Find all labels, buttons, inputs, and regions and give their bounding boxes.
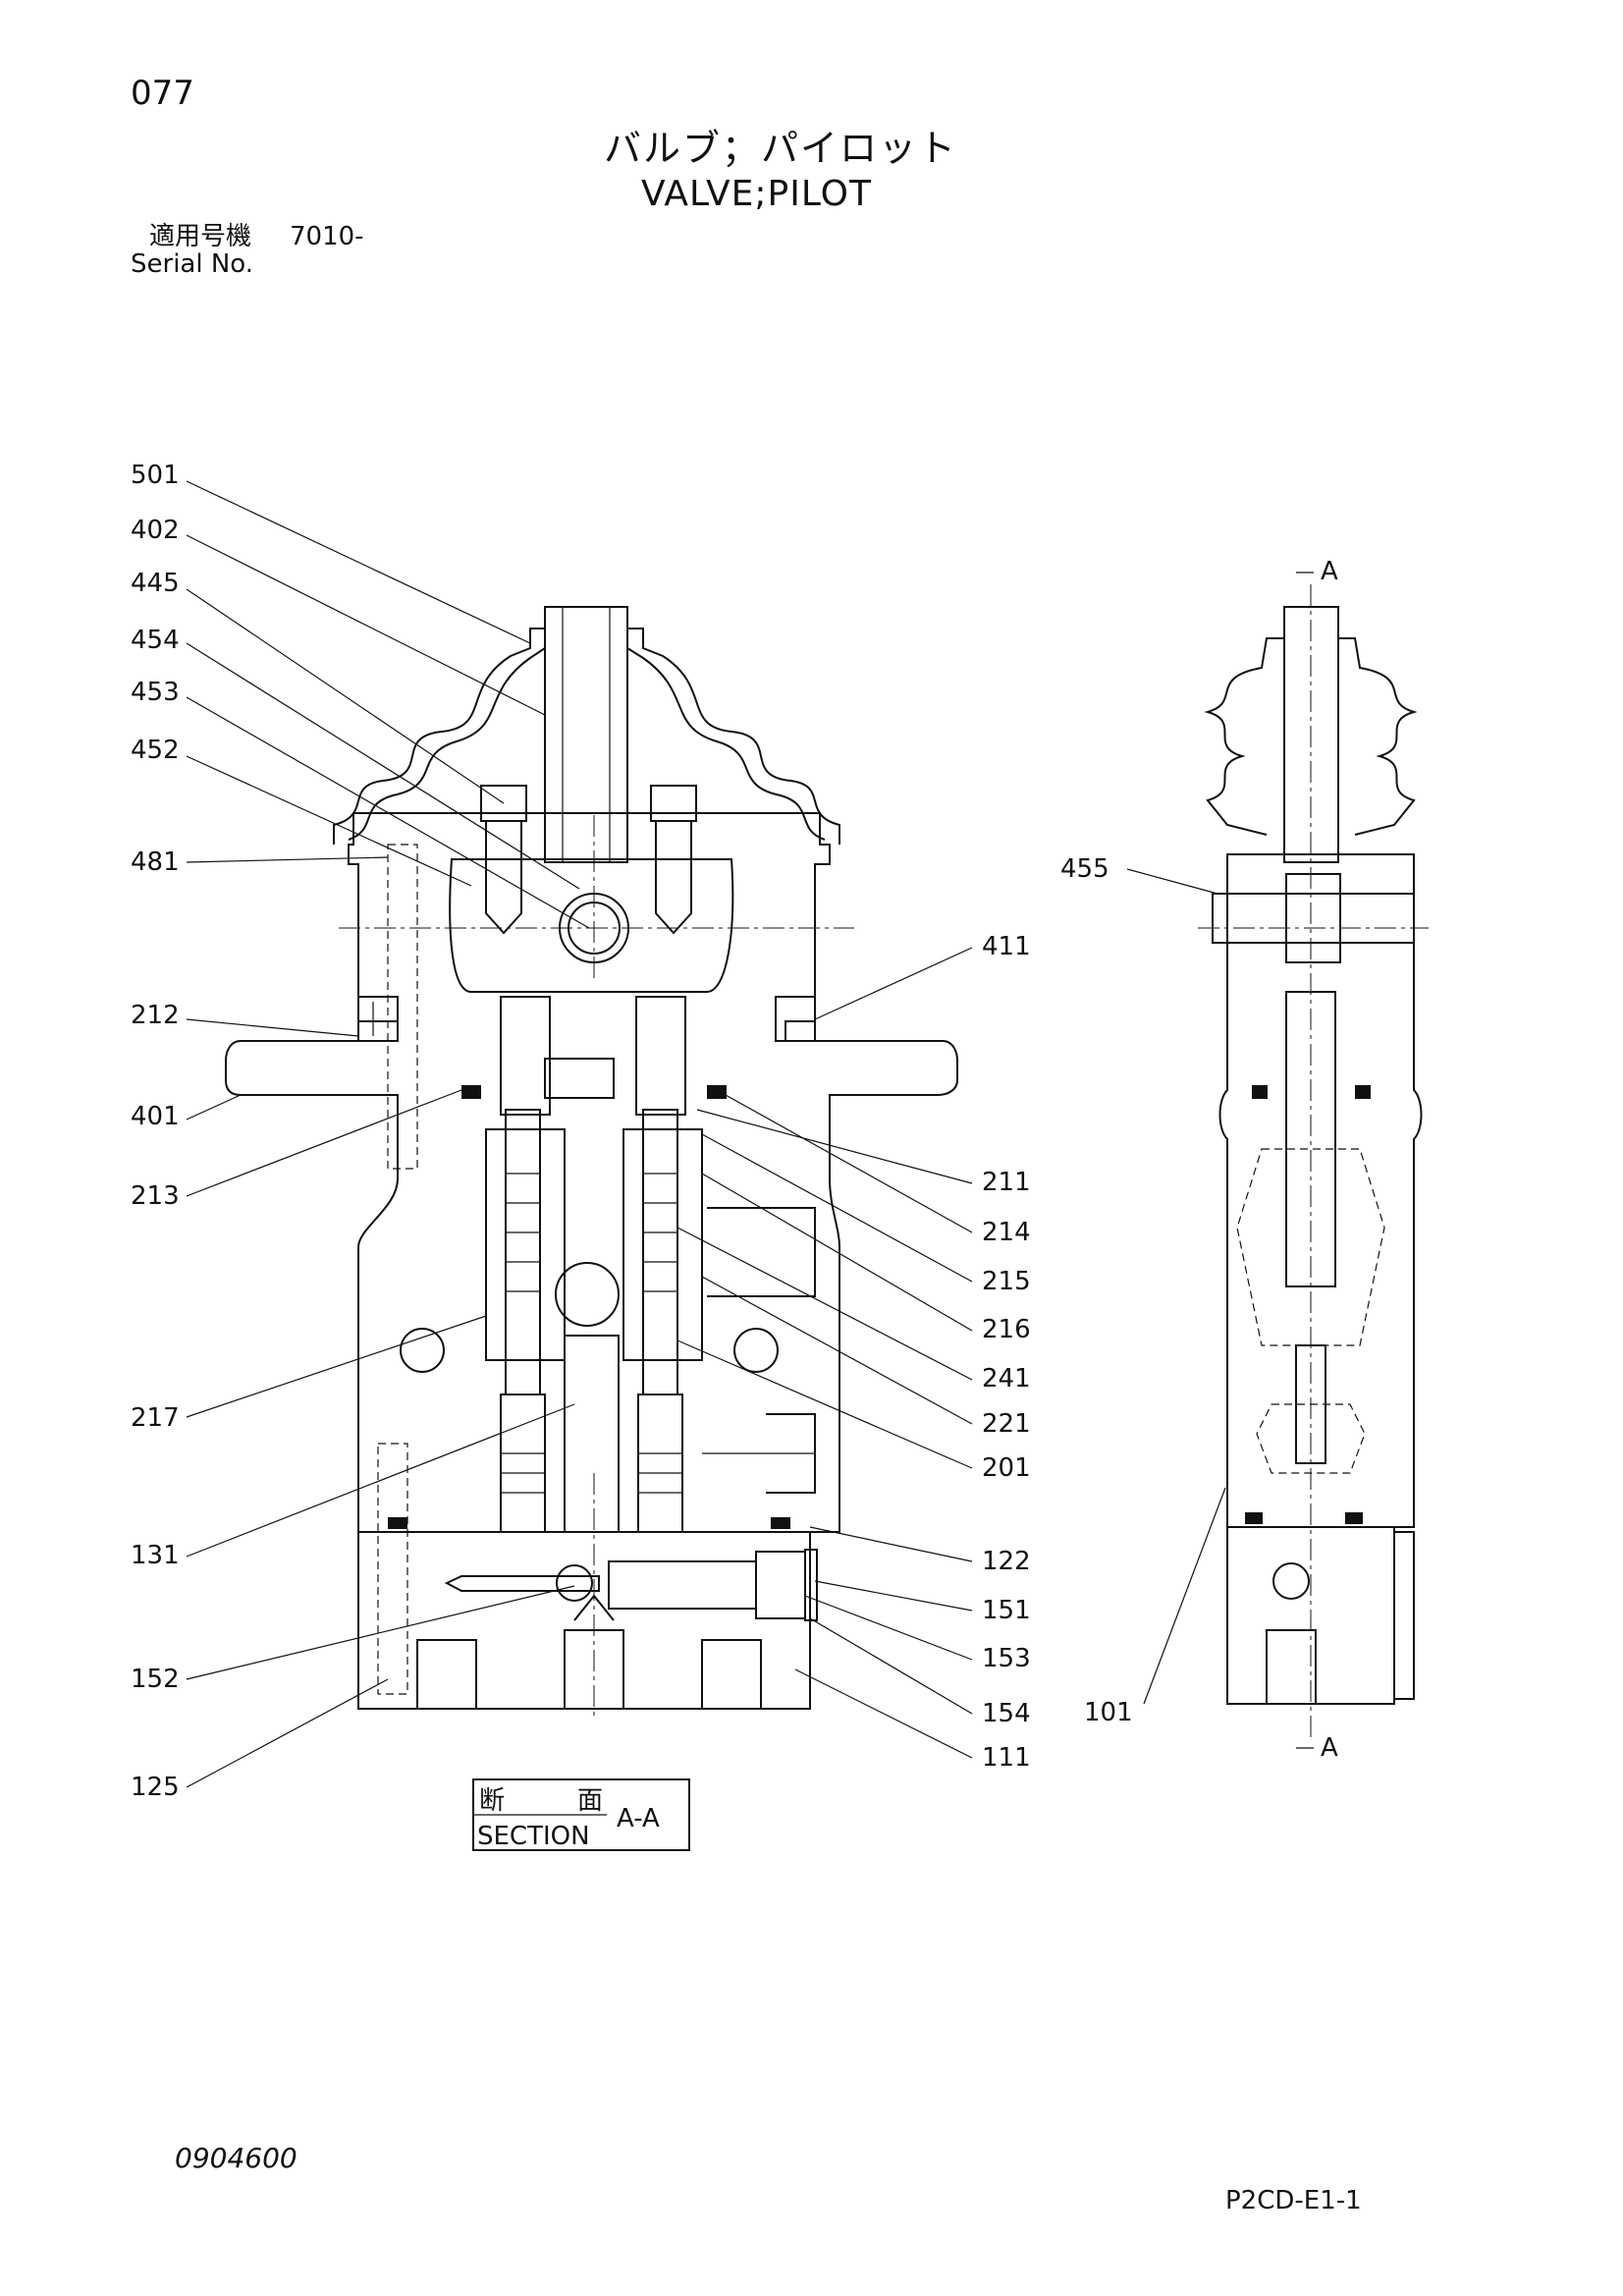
part-label: 151	[982, 1596, 1031, 1625]
part-labels-left: 501 402 445 454 453 452 481 212 401 213 …	[131, 461, 180, 1802]
part-label: 214	[982, 1218, 1031, 1247]
part-label: 445	[131, 569, 180, 598]
part-label: 125	[131, 1773, 180, 1802]
page-number: 077	[131, 74, 194, 113]
part-label: 452	[131, 736, 180, 765]
document-code: 0904600	[175, 2142, 298, 2174]
part-label: 402	[131, 516, 180, 545]
section-jp-left: 断	[479, 1786, 505, 1816]
serial-label-japanese: 適用号機	[149, 222, 252, 251]
part-label: 212	[131, 1001, 180, 1030]
main-section-view	[225, 606, 958, 1719]
part-label: 154	[982, 1699, 1031, 1728]
part-label: 454	[131, 626, 180, 655]
section-jp-right: 面	[577, 1786, 603, 1816]
serial-label-english: Serial No.	[131, 249, 253, 279]
part-label: 122	[982, 1547, 1031, 1576]
section-view: A-A	[617, 1804, 660, 1833]
part-label: 101	[1084, 1698, 1133, 1727]
part-label: 215	[982, 1267, 1031, 1296]
side-section-view	[1198, 572, 1429, 1749]
part-label: 455	[1060, 854, 1109, 884]
title-japanese: バルブ；パイロット	[604, 127, 958, 170]
part-label: 216	[982, 1315, 1031, 1344]
section-en: SECTION	[477, 1822, 590, 1851]
part-label: 411	[982, 932, 1031, 961]
part-labels-side: 455 101	[1060, 854, 1133, 1727]
section-label-box: 断 面 SECTION A-A	[472, 1778, 690, 1851]
section-mark-bottom: A	[1321, 1733, 1338, 1763]
part-labels-right: 411 211 214 215 216 241 221 201 122 151 …	[982, 932, 1031, 1773]
part-label: 211	[982, 1168, 1031, 1197]
part-label: 201	[982, 1453, 1031, 1483]
title-english: VALVE;PILOT	[641, 174, 872, 214]
part-label: 453	[131, 678, 180, 707]
figure-code: P2CD-E1-1	[1225, 2186, 1362, 2215]
part-label: 221	[982, 1409, 1031, 1439]
part-label: 152	[131, 1665, 180, 1694]
part-label: 217	[131, 1403, 180, 1433]
section-mark-top: A	[1321, 557, 1338, 586]
part-label: 401	[131, 1102, 180, 1131]
part-label: 153	[982, 1644, 1031, 1673]
part-label: 213	[131, 1181, 180, 1211]
serial-value: 7010-	[290, 222, 364, 251]
part-label: 131	[131, 1541, 180, 1570]
part-label: 111	[982, 1743, 1031, 1773]
part-label: 241	[982, 1364, 1031, 1394]
part-label: 481	[131, 847, 180, 877]
leader-lines	[186, 480, 1226, 1788]
part-label: 501	[131, 461, 180, 490]
